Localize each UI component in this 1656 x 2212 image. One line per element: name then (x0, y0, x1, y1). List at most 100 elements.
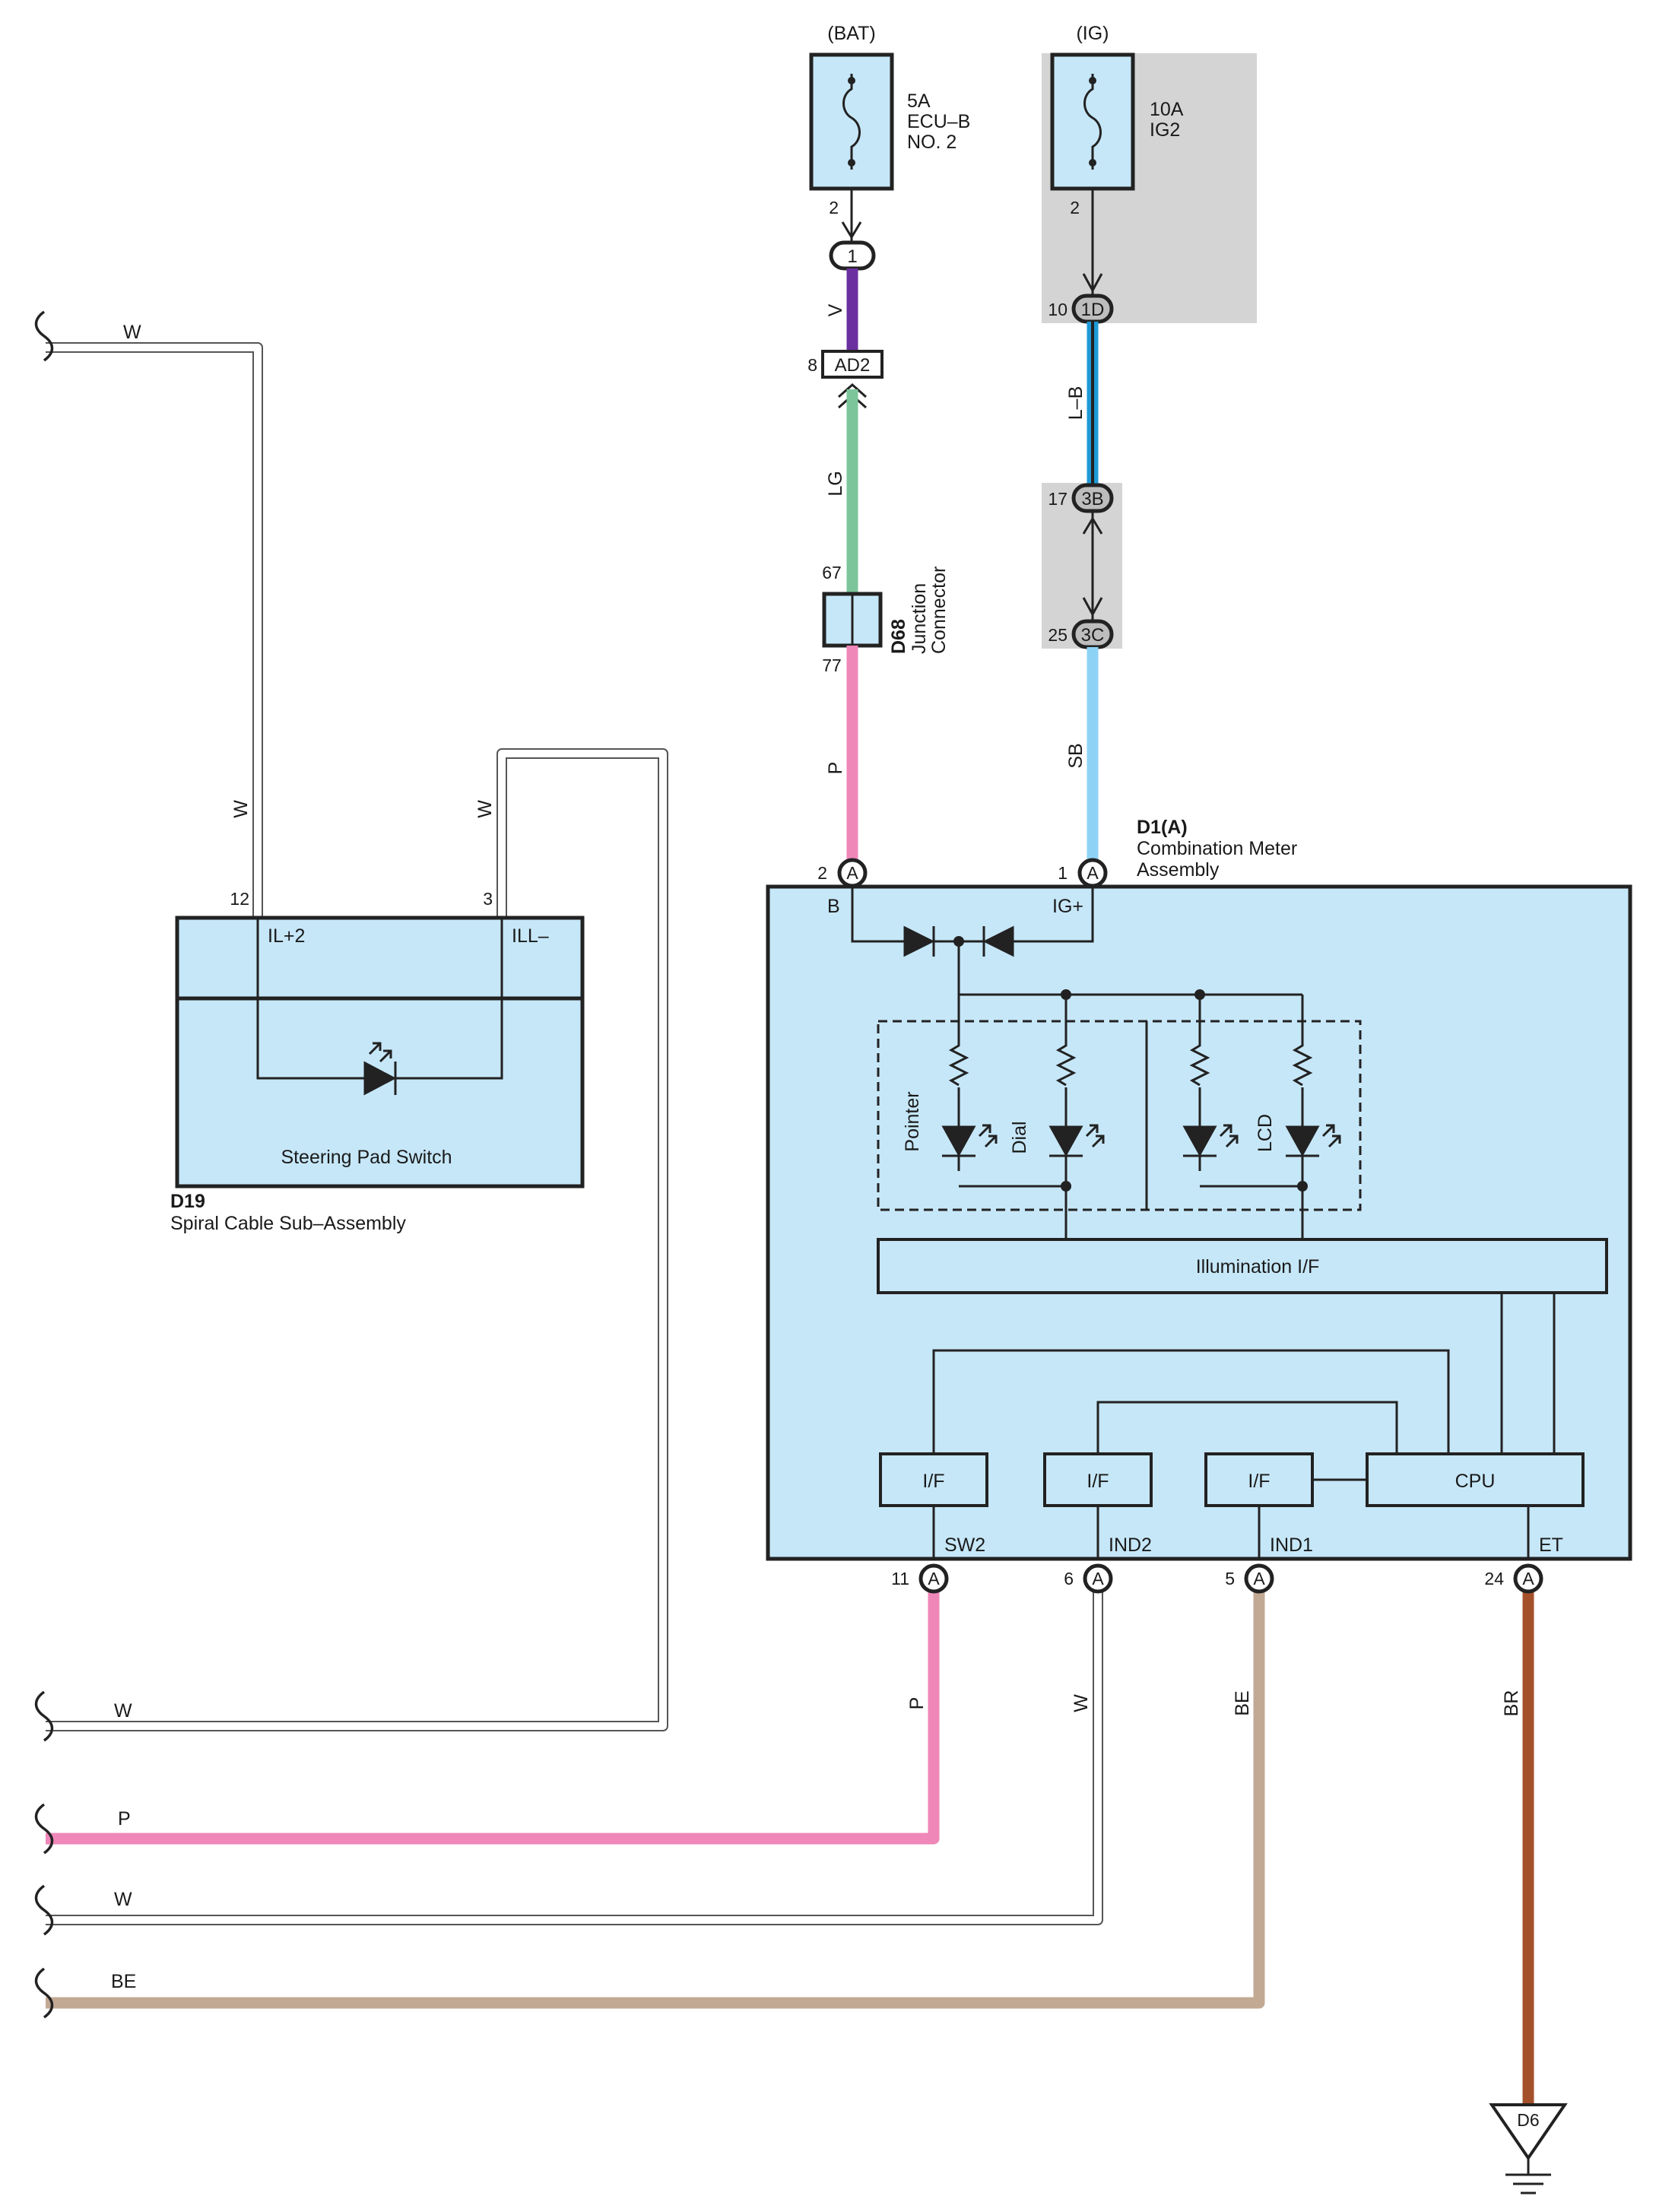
svg-text:A: A (1253, 1569, 1265, 1588)
fuse-ig2-name: IG2 (1150, 119, 1180, 141)
label-lcd: LCD (1255, 1114, 1276, 1152)
meter-term-ig: IG+ (1052, 896, 1083, 917)
wire-lg-label: LG (825, 471, 846, 496)
spiral-code: D19 (170, 1191, 205, 1212)
spiral-pin-il2: 12 (230, 889, 249, 909)
wire-be-ind1 (46, 1585, 1265, 2009)
meter-pin-ind2 (1083, 1563, 1113, 1594)
cpu-box (1366, 1452, 1585, 1507)
illumination-if-box (877, 1238, 1608, 1294)
resistor-dial (1055, 1044, 1077, 1087)
wire-p-sw2-label: P (906, 1697, 928, 1710)
label-dial: Dial (1009, 1121, 1030, 1154)
svg-text:11: 11 (891, 1569, 909, 1588)
wire-sb-label: SB (1065, 743, 1087, 768)
led-lcd-1-icon (1182, 1125, 1217, 1157)
ext-be-label: BE (111, 1971, 136, 1992)
svg-text:A: A (1087, 863, 1099, 883)
d68-pin-in: 67 (822, 563, 842, 582)
wire-p-sw2 (46, 1585, 940, 1845)
wire-be-ind1-label: BE (1232, 1690, 1253, 1715)
connector-ad2 (821, 350, 884, 379)
label-pointer: Pointer (902, 1091, 923, 1151)
connector-1d-id: 1D (1081, 300, 1105, 320)
resistor-pointer (948, 1044, 969, 1087)
connector-ad2-pin: 8 (807, 355, 817, 375)
wire-w-top (46, 342, 263, 916)
meter-name-1: Combination Meter (1137, 838, 1297, 859)
steering-led-icon (363, 1061, 397, 1096)
connector-3b-pin: 17 (1048, 489, 1068, 509)
connector-3c-id: 3C (1081, 625, 1105, 646)
ext-p-label: P (118, 1808, 131, 1830)
fuse-ig2-rating: 10A (1150, 99, 1184, 120)
d68-pin-out: 77 (822, 655, 842, 675)
wire-w-loop (46, 748, 668, 1731)
term-et: ET (1539, 1534, 1563, 1556)
meter-pin-sw2 (918, 1563, 949, 1594)
svg-text:A: A (928, 1569, 940, 1588)
led-dial-icon (1048, 1125, 1083, 1157)
wire-w-left-label: W (230, 800, 252, 818)
resistor-lcd-1 (1189, 1044, 1210, 1087)
if-box-1 (879, 1452, 988, 1507)
meter-pin-ig-num: 1 (1058, 863, 1068, 883)
spiral-pin-ill: 3 (483, 889, 493, 909)
arrow-3c (1082, 597, 1103, 617)
wire-lb-label: L–B (1065, 386, 1087, 420)
fuse-ig2-pin: 2 (1070, 198, 1080, 217)
spiral-cable-box (175, 916, 585, 1189)
diode-ig (982, 925, 1014, 957)
fuse-ecub-name: ECU–B (907, 111, 970, 132)
meter-name-2: Assembly (1137, 859, 1220, 881)
led-lcd-2-icon (1285, 1125, 1320, 1157)
arrow-ecub (841, 221, 862, 240)
ground-d6-symbol (1489, 2103, 1568, 2161)
fuse-ig2-symbol (1083, 74, 1102, 170)
cpu-label: CPU (1455, 1471, 1496, 1492)
term-ind1: IND1 (1270, 1534, 1313, 1556)
connector-ad2-id: AD2 (835, 355, 871, 376)
d68-name-2: Connector (928, 566, 950, 654)
spiral-name: Spiral Cable Sub–Assembly (170, 1213, 406, 1234)
wire-w-ind2 (46, 1585, 1103, 1925)
svg-text:A: A (846, 863, 858, 883)
led-pointer-icon (941, 1125, 976, 1157)
arrow-3b (1082, 516, 1103, 535)
ig-label: (IG) (1076, 23, 1109, 44)
meter-pin-ind1 (1244, 1563, 1274, 1594)
svg-text:I/F: I/F (1087, 1471, 1109, 1492)
fuse-ecub-rating: 5A (907, 90, 931, 112)
svg-text:I/F: I/F (922, 1471, 944, 1492)
meter-code: D1(A) (1137, 817, 1188, 838)
fuse-ecub-symbol (842, 74, 861, 170)
spiral-term-ill: ILL– (512, 925, 549, 947)
meter-pin-b-num: 2 (817, 863, 827, 883)
svg-text:I/F: I/F (1248, 1471, 1270, 1492)
wire-w-right-label: W (474, 800, 496, 818)
illumination-group (877, 1020, 1362, 1211)
break-symbols (34, 310, 54, 2019)
ext-w1-label: W (114, 1700, 132, 1722)
arrow-ig2 (1082, 273, 1103, 294)
term-sw2: SW2 (944, 1534, 985, 1556)
d68-code: D68 (888, 619, 909, 654)
fuse-ecub-no: NO. 2 (907, 132, 956, 153)
meter-term-b: B (827, 896, 840, 917)
connector-1d-pin: 10 (1048, 300, 1068, 319)
spiral-term-il2: IL+2 (268, 925, 305, 947)
wire-p-label: P (825, 762, 846, 775)
fuse-ecub-pin: 2 (829, 198, 839, 217)
wire-w-top-label: W (123, 322, 141, 343)
illumination-if-label: Illumination I/F (1196, 1256, 1320, 1277)
if-box-2 (1043, 1452, 1153, 1507)
meter-pin-et (1513, 1563, 1543, 1594)
meter-logic-wiring (932, 1293, 1556, 1559)
svg-text:A: A (1092, 1569, 1104, 1588)
connector-3c-pin: 25 (1048, 625, 1068, 645)
bat-label: (BAT) (827, 23, 875, 44)
wire-w-ind2-label: W (1071, 1694, 1092, 1712)
steering-pad-switch-label: Steering Pad Switch (281, 1147, 452, 1168)
if-box-3 (1204, 1452, 1314, 1507)
